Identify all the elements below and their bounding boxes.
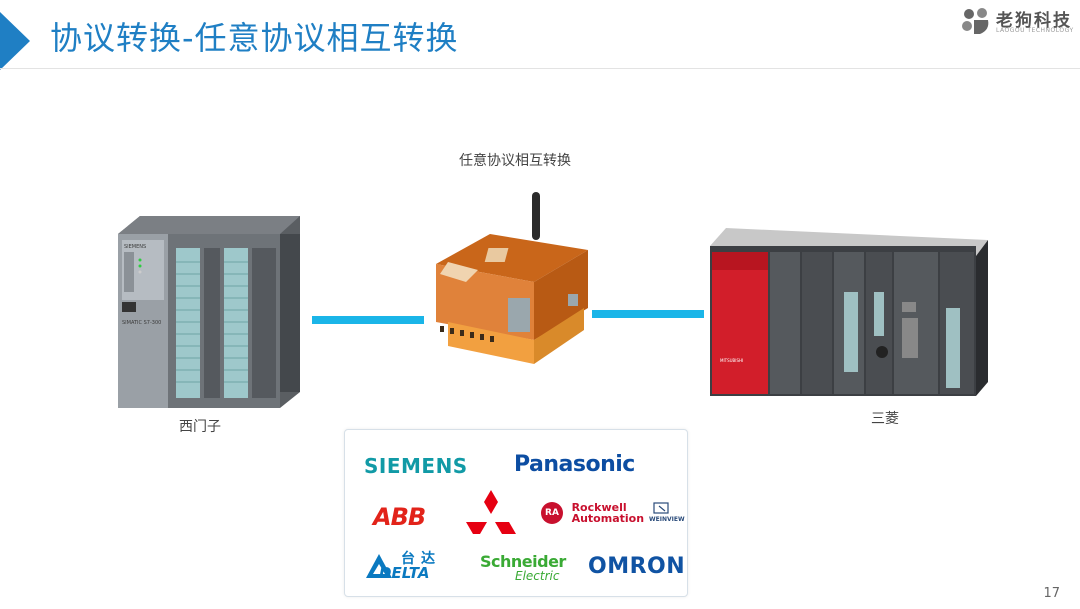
schneider-logo: Schneider	[480, 552, 566, 571]
page-number: 17	[1043, 586, 1060, 601]
schneider-electric-text: Electric	[515, 569, 560, 583]
dog-paw-icon	[962, 8, 989, 34]
rockwell-badge-icon: RA	[541, 502, 563, 524]
weinview-logo: WEINVIEW	[649, 502, 685, 523]
abb-logo: ABB	[373, 503, 426, 531]
weinview-icon	[653, 502, 669, 514]
gateway-label: 任意协议相互转换	[459, 153, 571, 169]
supported-brands-panel: SIEMENS Panasonic ABB RA Rockwell Automa…	[344, 429, 688, 597]
mitsubishi-label: 三菱	[871, 411, 899, 427]
delta-english: DELTA	[379, 564, 430, 582]
svg-text:SIEMENS: SIEMENS	[124, 244, 146, 250]
siemens-label: 西门子	[179, 419, 221, 435]
company-logo: 老狗科技 LAOGOU TECHNOLOGY	[960, 6, 1074, 36]
logo-subtitle: LAOGOU TECHNOLOGY	[996, 27, 1074, 34]
weinview-text: WEINVIEW	[649, 516, 685, 523]
title-accent-triangle	[0, 12, 30, 70]
siemens-plc-image: SIEMENS SIMATIC S7-300	[118, 216, 300, 408]
rockwell-automation-logo: RA Rockwell Automation	[541, 502, 644, 524]
delta-triangle-icon	[366, 554, 392, 578]
logo-name: 老狗科技	[996, 11, 1072, 31]
delta-chinese: 台达	[401, 551, 441, 567]
panasonic-logo: Panasonic	[514, 452, 635, 477]
svg-text:SIMATIC S7-300: SIMATIC S7-300	[122, 320, 161, 326]
omron-logo: OMRON	[588, 554, 686, 579]
rockwell-line2: Automation	[571, 512, 645, 525]
siemens-logo: SIEMENS	[364, 454, 468, 478]
mitsubishi-logo-icon	[466, 490, 516, 534]
mitsubishi-plc-image: MITSUBISHI	[710, 228, 988, 396]
title-divider	[0, 68, 1080, 69]
connector-right	[592, 310, 704, 318]
svg-text:MITSUBISHI: MITSUBISHI	[720, 358, 743, 363]
connector-left	[312, 316, 424, 324]
rockwell-line1: Rockwell	[571, 501, 627, 514]
page-title: 协议转换-任意协议相互转换	[50, 19, 459, 57]
protocol-gateway-image	[436, 192, 588, 364]
